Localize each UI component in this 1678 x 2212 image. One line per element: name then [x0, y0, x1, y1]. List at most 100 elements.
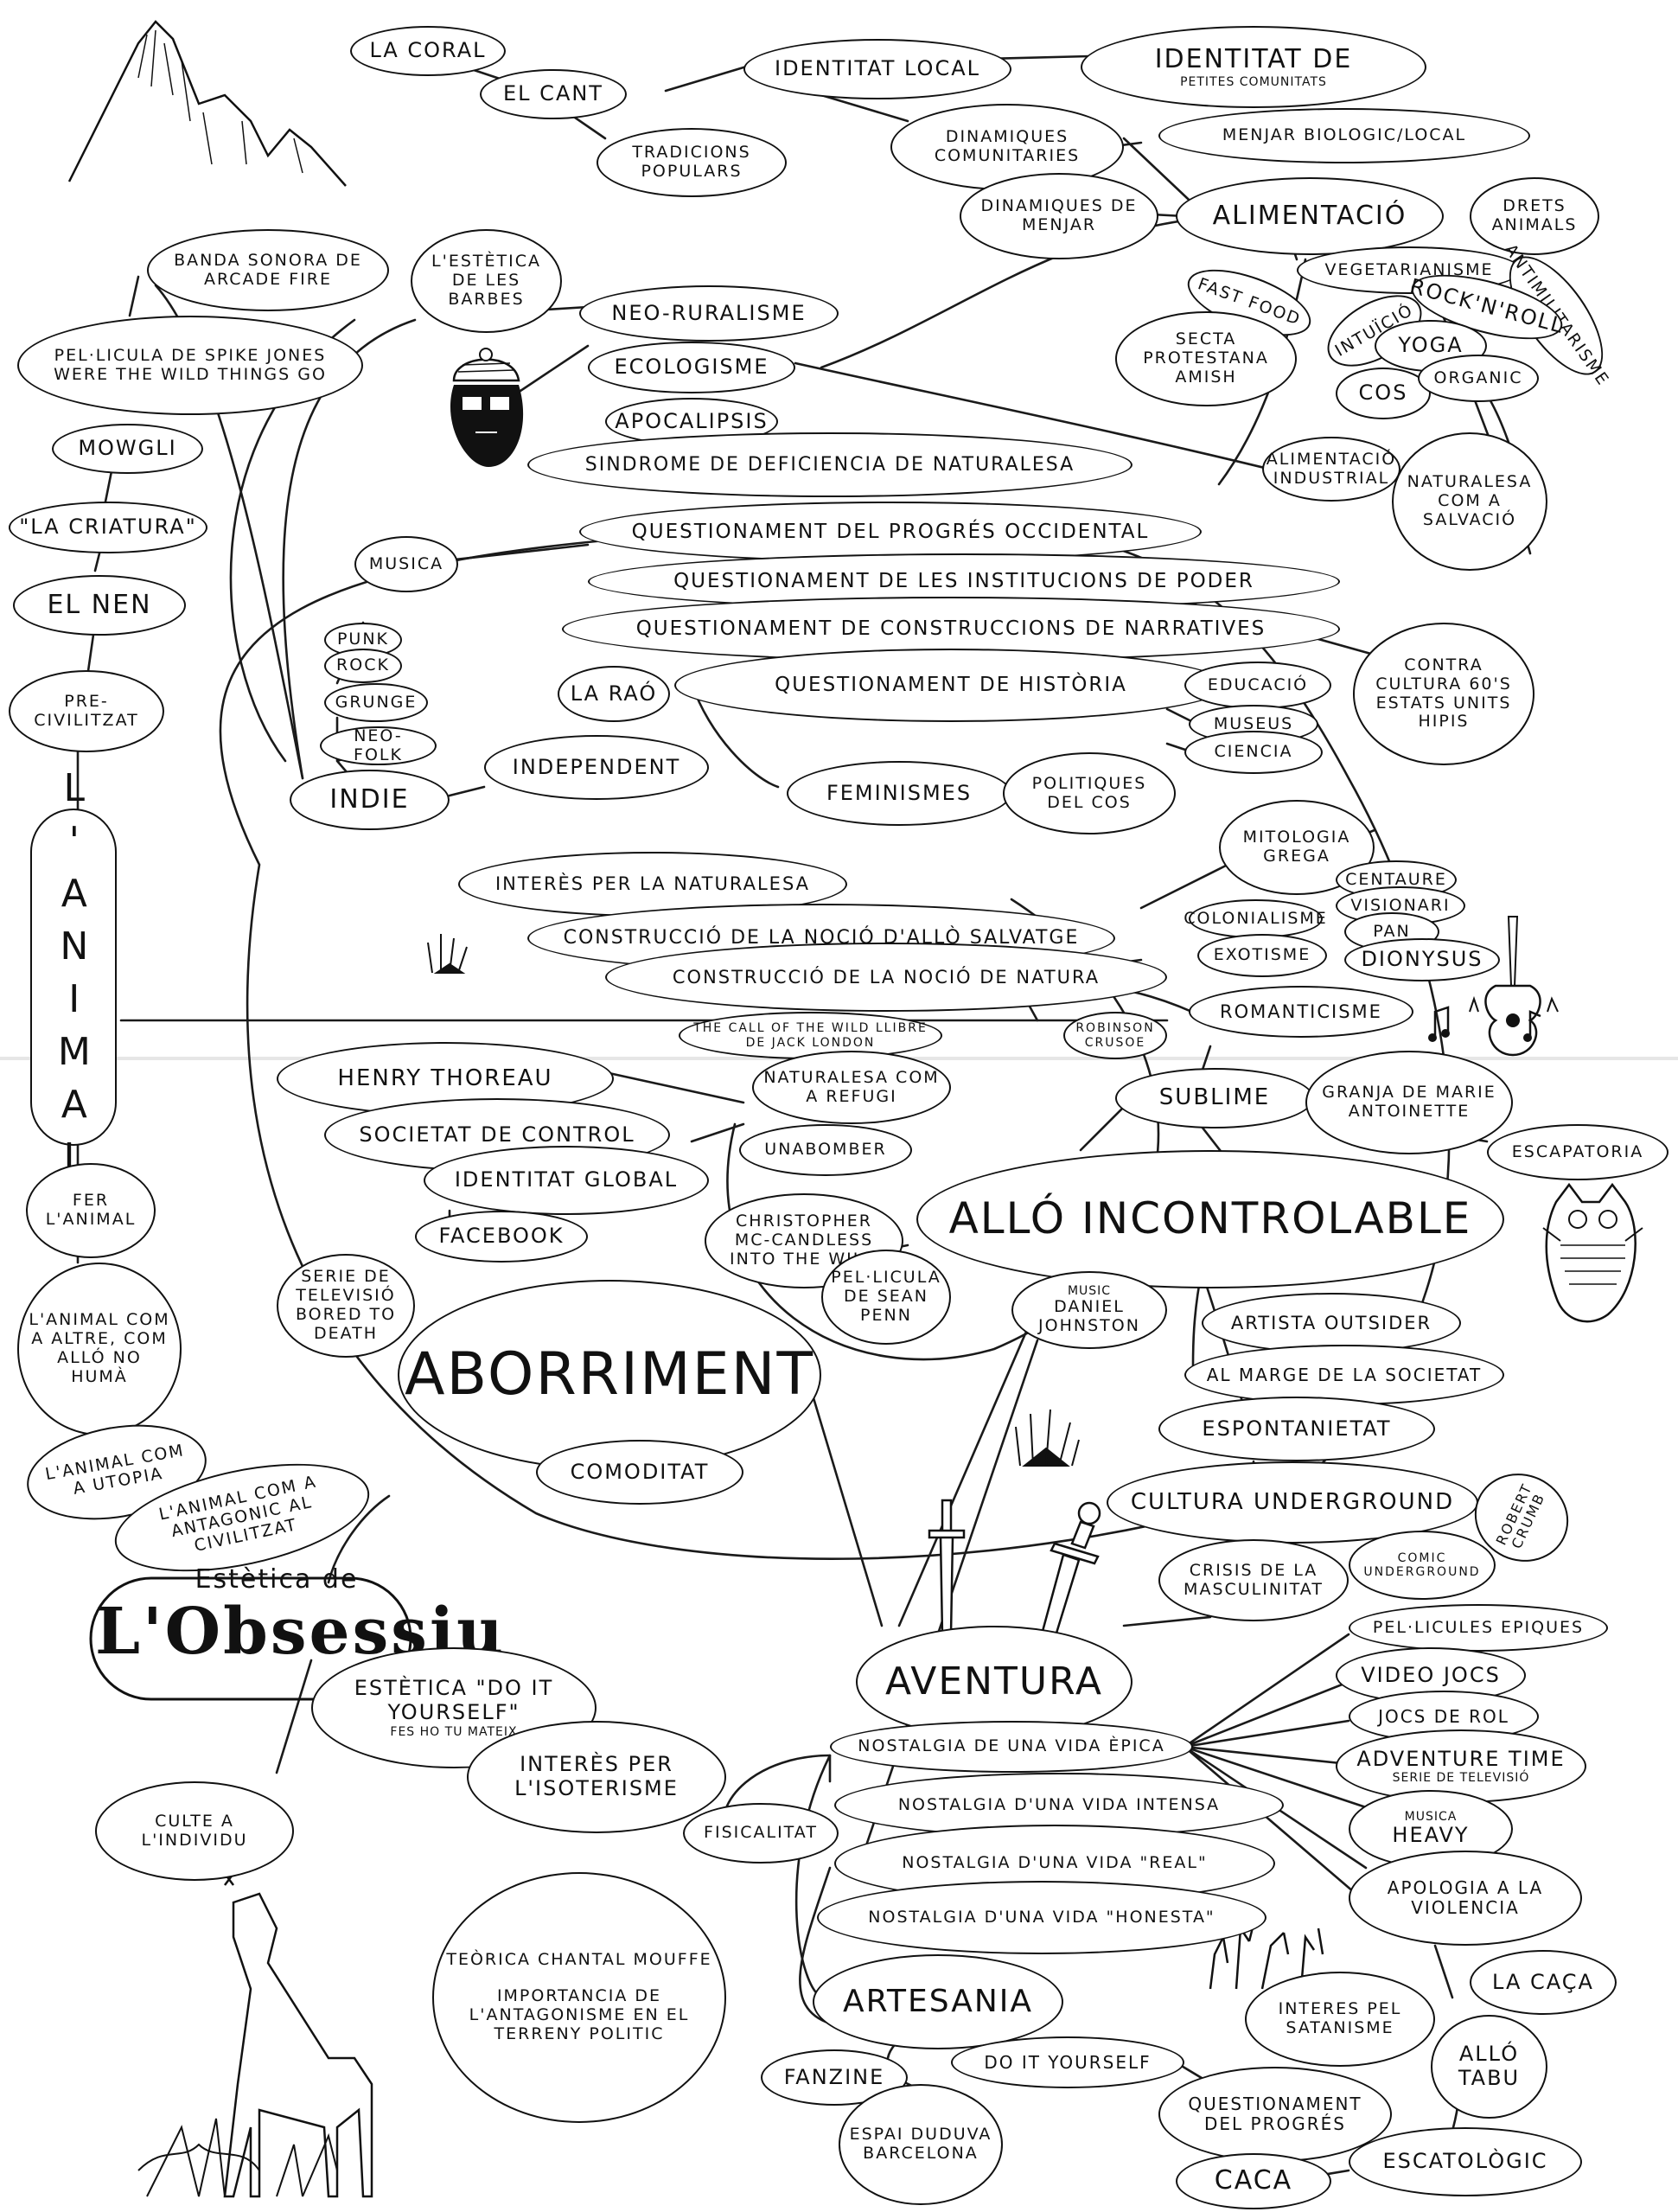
node-colonialisme: Colonialisme [1184, 899, 1326, 938]
node-la-caca-hunt: La caça [1470, 1950, 1617, 2015]
link [794, 361, 1333, 486]
node-unabomber: Unabomber [739, 1124, 912, 1176]
node-artesania: Artesania [813, 1954, 1063, 2049]
node-neo-folk: Neo-Folk [320, 726, 437, 765]
node-apologia-violencia: Apologia a la violencia [1349, 1851, 1582, 1946]
node-estetica-barbes: L'estètica de les barbes [411, 229, 562, 333]
node-la-criatura: "La criatura" [9, 502, 207, 553]
node-identitat-petites: Identitat de petites comunitats [1081, 26, 1426, 108]
estetica-diy-sub: fes ho tu mateix [390, 1724, 518, 1739]
node-naturalesa-salvacio: Naturalesa com a salvació [1392, 432, 1547, 571]
node-mowgli: Mowgli [52, 424, 203, 474]
node-crisis-masculinitat: Crisis de la masculinitat [1158, 1539, 1349, 1621]
daniel-name: Daniel Johnston [1038, 1297, 1140, 1336]
mountains-illustration [67, 20, 347, 187]
node-el-nen: El nen [13, 575, 186, 636]
node-fer-lanimal: Fer l'animal [26, 1163, 156, 1258]
node-facebook: Facebook [415, 1211, 588, 1263]
node-alimentacio: Alimentació [1176, 177, 1444, 255]
adventure-time-label: Adventure time [1356, 1746, 1566, 1771]
node-dinamiques-menjar: Dinamiques de menjar [960, 173, 1158, 259]
node-pellicules-epiques: Pel·licules epiques [1349, 1604, 1608, 1652]
node-teorica-chantal: Teòrica Chantal Mouffe Importancia de l'… [432, 1872, 726, 2123]
node-adventure-time: Adventure time serie de televisió [1336, 1729, 1586, 1803]
node-rock: Rock [324, 649, 402, 683]
node-sublime: Sublime [1115, 1068, 1314, 1128]
node-identitat-global: Identitat global [424, 1146, 709, 1215]
node-cos: Cos [1336, 368, 1431, 419]
node-dionysus: Dionysus [1344, 938, 1500, 981]
node-nostalgia-honesta: Nostalgia d'una vida "honesta" [817, 1881, 1266, 1954]
grass-tuft-illustration [1015, 1409, 1080, 1467]
owl-creature-illustration [1542, 1182, 1643, 1323]
node-educacio: Educació [1184, 662, 1331, 709]
node-fisicalitat: Fisicalitat [683, 1803, 839, 1864]
link [799, 1866, 832, 2025]
node-escatologic: Escatològic [1349, 2127, 1582, 2196]
node-contra-cultura: Contra cultura 60's Estats Units Hipis [1353, 623, 1534, 765]
heavy-label: Heavy [1392, 1823, 1470, 1848]
obsessiu-frame [89, 1576, 412, 1701]
node-la-rao: La raó [558, 666, 670, 722]
node-independent: Independent [484, 735, 709, 800]
daniel-music-label: Music [1067, 1284, 1112, 1299]
node-secta-amish: Secta protestana Amish [1115, 311, 1297, 406]
node-feminismes: Feminismes [787, 761, 1011, 826]
swords-illustration [928, 1499, 1101, 1640]
node-pelicula-spike: Pel·licula de Spike Jones Were the wild … [17, 316, 363, 415]
node-lanimal: L'ANIMAL [30, 766, 117, 1188]
node-organic: Organic [1418, 355, 1539, 402]
node-serie-bored: Serie de televisió Bored to death [277, 1254, 415, 1358]
link [282, 318, 417, 780]
node-questionament-progres: Questionament del progrés occidental [579, 502, 1202, 562]
node-pelicula-sean: Pel·licula de Sean Penn [821, 1250, 951, 1345]
node-caca: Caca [1176, 2153, 1331, 2209]
node-daniel-johnston: Music Daniel Johnston [1011, 1271, 1167, 1349]
node-la-coral: La Coral [350, 26, 506, 76]
node-espontanietat: Espontanietat [1158, 1397, 1435, 1461]
node-aborriment: Aborriment [398, 1280, 821, 1470]
node-comoditat: Comoditat [536, 1440, 743, 1505]
node-do-it-yourself: Do it yourself [951, 2036, 1184, 2088]
grass-tuft-illustration [427, 934, 468, 974]
node-questionament-progres2: Questionament del progrés [1158, 2067, 1392, 2162]
node-grunge: Grunge [324, 683, 428, 722]
node-nostalgia-epica: Nostalgia de una vida èpica [830, 1721, 1193, 1773]
identitat-subtitle: petites comunitats [1180, 74, 1327, 89]
node-politiques-cos: Politiques del cos [1003, 752, 1176, 834]
node-banda-sonora: Banda sonora de Arcade Fire [147, 229, 389, 311]
estetica-diy-label: Estètica "Do it yourself" [354, 1676, 554, 1724]
node-robinson: Robinson Crusoe [1063, 1012, 1167, 1059]
node-romanticisme: Romanticisme [1189, 986, 1413, 1038]
link [802, 1304, 1039, 1627]
node-lanimal-altre: L'animal com a altre, com alló no humà [17, 1263, 182, 1435]
teorica-chantal-label: Teòrica Chantal Mouffe [446, 1950, 712, 1970]
node-exotisme: Exotisme [1197, 934, 1327, 977]
musica-heavy-label: Musica [1404, 1810, 1458, 1825]
node-escapatoria: Escapatoria [1487, 1124, 1668, 1180]
node-interes-isoterisme: Interès per l'isoterisme [467, 1721, 726, 1833]
node-interes-satanisme: Interes pel satanisme [1245, 1972, 1435, 2067]
node-al-marge: Al marge de la societat [1184, 1345, 1504, 1405]
node-allo-tabu: Alló tabu [1431, 2015, 1547, 2119]
node-musica: Musica [354, 536, 458, 592]
node-aventura: Aventura [856, 1626, 1132, 1738]
node-el-cant: El Cant [480, 69, 627, 119]
adventure-time-sub: serie de televisió [1392, 1771, 1530, 1786]
link [1243, 1944, 1461, 2190]
node-cultura-underground: Cultura Underground [1107, 1461, 1478, 1544]
node-allo-incontrolable: Alló Incontrolable [916, 1150, 1504, 1288]
node-alimentacio-industrial: Alimentació industrial [1262, 437, 1400, 502]
node-neo-ruralisme: Neo-Ruralisme [579, 285, 839, 342]
node-artista-outsider: Artista outsider [1202, 1293, 1461, 1353]
node-identitat-local: Identitat local [743, 39, 1011, 99]
node-drets-animals: Drets animals [1470, 177, 1599, 255]
node-ecologisme: Ecologisme [588, 342, 795, 393]
node-sindrome: Sindrome de deficiencia de naturalesa [527, 432, 1132, 497]
node-construccio-natura: Construcció de la noció de natura [605, 943, 1167, 1012]
node-comic-underground: Comic underground [1349, 1531, 1496, 1600]
node-nostalgia-intensa: Nostalgia d'una vida intensa [834, 1773, 1284, 1838]
node-questionament-historia: Questionament de història [674, 649, 1228, 722]
node-menjar-biologic: Menjar biologic/local [1158, 108, 1530, 163]
